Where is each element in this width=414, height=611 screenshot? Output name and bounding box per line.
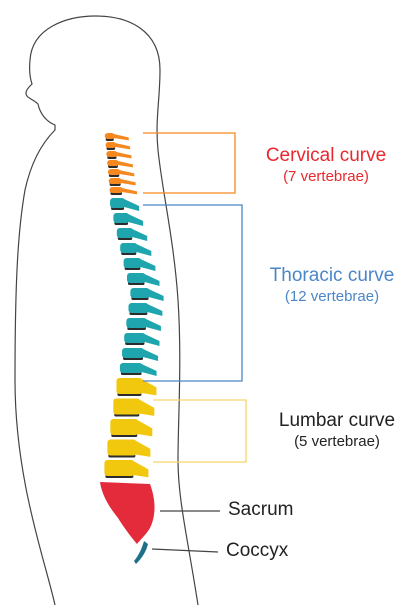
sacrum [100, 482, 155, 544]
cervical-vertebra-process [122, 188, 137, 194]
cervical-vertebra-body [107, 160, 119, 166]
thoracic-vertebra-process [147, 304, 162, 316]
cervical-vertebra-process [121, 179, 136, 185]
lumbar-vertebra-body [110, 419, 138, 435]
thoracic-vertebra-process [136, 244, 151, 256]
thoracic-vertebra-body [117, 228, 133, 238]
cervical-count: (7 vertebrae) [246, 168, 406, 186]
cervical-vertebra-body [109, 187, 123, 193]
thoracic-vertebra-process [144, 334, 159, 346]
cervical-vertebra-process [114, 134, 129, 140]
lumbar-vertebra-body [116, 378, 142, 394]
sacrum-label: Sacrum [228, 499, 293, 521]
thoracic-vertebra-process [128, 214, 143, 226]
lumbar-vertebra-body [107, 440, 136, 456]
coccyx-pointer [152, 549, 218, 552]
lumbar-vertebra-process [139, 400, 154, 416]
thoracic-vertebra-body [124, 258, 142, 268]
cervical-vertebra-body [108, 169, 120, 175]
cervical-vertebra-body [105, 133, 115, 139]
thoracic-vertebra-body [128, 303, 148, 313]
cervical-vertebra-process [115, 143, 130, 149]
cervical-vertebra-body [106, 142, 117, 148]
thoracic-vertebra-body [122, 348, 144, 358]
thoracic-vertebra-process [143, 349, 158, 361]
thoracic-vertebra-process [145, 274, 160, 286]
cervical-vertebra-body [109, 178, 122, 184]
thoracic-vertebra-process [142, 364, 157, 376]
lumbar-title: Lumbar curve [262, 410, 412, 433]
thoracic-count: (12 vertebrae) [252, 288, 412, 306]
thoracic-vertebra-process [140, 259, 155, 271]
thoracic-vertebra-body [120, 243, 137, 253]
cervical-vertebra-body [106, 151, 117, 157]
lumbar-vertebra-process [133, 461, 148, 477]
thoracic-vertebra-body [113, 213, 129, 223]
spine-column [100, 133, 164, 564]
coccyx [134, 541, 148, 564]
thoracic-vertebra-process [124, 199, 139, 211]
thoracic-vertebra-body [126, 318, 147, 328]
coccyx-label: Coccyx [226, 540, 288, 562]
thoracic-label: Thoracic curve (12 vertebrae) [252, 265, 412, 306]
cervical-label: Cervical curve (7 vertebrae) [246, 145, 406, 186]
thoracic-vertebra-body [130, 288, 149, 298]
thoracic-vertebra-process [146, 319, 161, 331]
human-silhouette-icon [15, 16, 198, 605]
lumbar-vertebra-body [113, 399, 140, 415]
cervical-bracket [143, 133, 235, 193]
lumbar-vertebra-body [104, 460, 134, 476]
thoracic-title: Thoracic curve [252, 265, 412, 288]
thoracic-vertebra-body [127, 273, 146, 283]
thoracic-vertebra-process [132, 229, 147, 241]
thoracic-vertebra-body [110, 198, 125, 208]
thoracic-vertebra-process [149, 289, 164, 301]
thoracic-bracket [143, 205, 242, 381]
lumbar-vertebra-process [137, 420, 152, 436]
lumbar-label: Lumbar curve (5 vertebrae) [262, 410, 412, 451]
cervical-vertebra-process [118, 161, 133, 167]
thoracic-vertebra-body [120, 363, 143, 373]
lumbar-count: (5 vertebrae) [262, 433, 412, 451]
lumbar-vertebra-process [135, 441, 150, 457]
thoracic-vertebra-body [124, 333, 145, 343]
lumbar-bracket [153, 400, 246, 462]
cervical-title: Cervical curve [246, 145, 406, 168]
cervical-vertebra-process [119, 170, 134, 176]
cervical-vertebra-process [117, 152, 132, 158]
